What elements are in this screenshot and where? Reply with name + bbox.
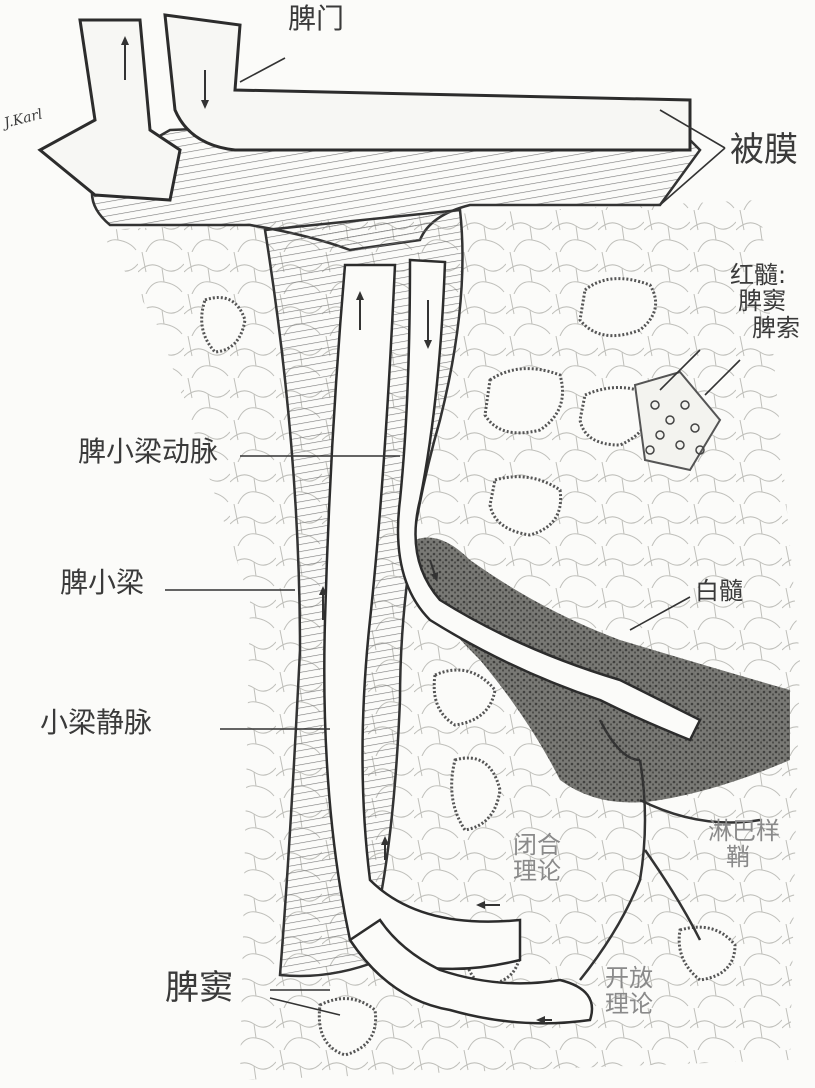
hilum-artery bbox=[165, 15, 690, 150]
white-pulp-label: 白髓 bbox=[695, 578, 743, 604]
lymphoid-sheath-line1: 淋巴样 bbox=[708, 818, 780, 844]
open-circulation-line1: 开放 bbox=[605, 965, 653, 991]
red-pulp-cord-label: 脾索 bbox=[752, 315, 800, 341]
capsule-label: 被膜 bbox=[730, 132, 798, 169]
red-pulp-label: 红髓: bbox=[730, 262, 800, 288]
lymphoid-sheath-line2: 鞘 bbox=[726, 844, 780, 870]
closed-circulation-line2: 理论 bbox=[513, 858, 561, 884]
open-circulation-line2: 理论 bbox=[605, 991, 653, 1017]
closed-circulation-line1: 闭合 bbox=[513, 832, 561, 858]
trabecular-vein-label: 小梁静脉 bbox=[40, 708, 152, 739]
open-circulation-label: 开放 理论 bbox=[605, 965, 653, 1018]
sinus-bottom-label: 脾窦 bbox=[165, 970, 233, 1007]
closed-circulation-label: 闭合 理论 bbox=[513, 832, 561, 885]
lymphoid-sheath-label: 淋巴样 鞘 bbox=[708, 818, 780, 871]
trabecula-label: 脾小梁 bbox=[60, 568, 144, 599]
hilum-label: 脾门 bbox=[288, 4, 344, 35]
trabecular-artery-label: 脾小梁动脉 bbox=[78, 437, 218, 468]
red-pulp-sinus-label: 脾窦 bbox=[738, 288, 800, 314]
red-pulp-label-group: 红髓: 脾窦 脾索 bbox=[730, 262, 800, 341]
hilum-vessel bbox=[40, 20, 180, 200]
